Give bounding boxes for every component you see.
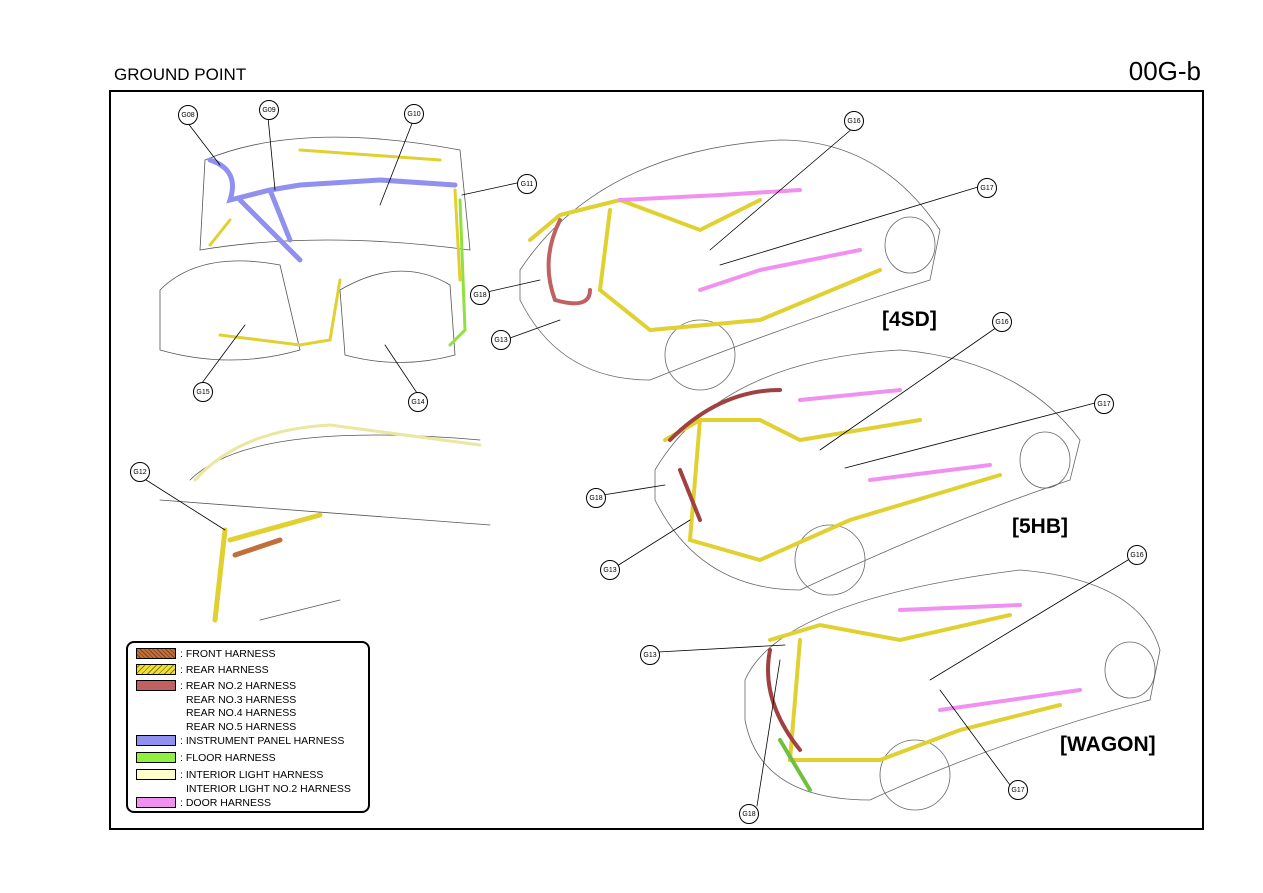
front-harness-side — [232, 537, 283, 558]
instrument-panel-harness — [207, 157, 458, 263]
legend-label: INTERIOR LIGHT NO.2 HARNESS — [186, 782, 351, 795]
legend-label: : REAR NO.2 HARNESS — [180, 680, 297, 692]
ground-point-g15: G15 — [193, 382, 213, 402]
legend-swatch — [136, 680, 176, 691]
ground-point-g12: G12 — [130, 462, 150, 482]
rear-harness-side — [212, 512, 323, 623]
ground-point-g13-5hb: G13 — [600, 560, 620, 580]
ground-point-g16-wagon: G16 — [1127, 545, 1147, 565]
legend-label: : REAR HARNESS — [180, 664, 269, 676]
legend-rear-harness: : REAR HARNESS — [136, 664, 269, 678]
ground-point-g11: G11 — [517, 174, 537, 194]
legend-label: REAR NO.5 HARNESS — [186, 720, 297, 733]
harnesses-4sd — [528, 188, 882, 333]
ground-point-g17-4sd: G17 — [977, 178, 997, 198]
ground-point-g14: G14 — [408, 392, 428, 412]
ground-point-g18-5hb: G18 — [586, 488, 606, 508]
ground-point-g16-5hb: G16 — [992, 312, 1012, 332]
ground-point-g17-5hb: G17 — [1094, 394, 1114, 414]
page-code: 00G-b — [1128, 56, 1201, 86]
legend-floor-harness: : FLOOR HARNESS — [136, 752, 276, 766]
legend-door-harness: : DOOR HARNESS — [136, 797, 271, 811]
page-title: GROUND POINT — [114, 65, 247, 84]
rear-harness-dash — [208, 148, 462, 347]
diagram-frame — [109, 90, 1204, 830]
legend-label: : INSTRUMENT PANEL HARNESS — [180, 735, 345, 747]
ground-point-g13-4sd: G13 — [491, 330, 511, 350]
legend-swatch — [136, 797, 176, 808]
callout-leaders — [142, 116, 1129, 807]
harnesses-5hb — [663, 388, 1002, 563]
harnesses-wagon — [766, 603, 1082, 792]
legend-swatch — [136, 735, 176, 746]
variant-label-wagon: [WAGON] — [1060, 733, 1156, 756]
floor-harness-dash — [448, 198, 467, 347]
legend-label: : FLOOR HARNESS — [180, 752, 276, 764]
ground-point-g17-wagon: G17 — [1008, 780, 1028, 800]
legend-swatch — [136, 648, 176, 659]
car-outlines — [519, 139, 1161, 811]
legend-swatch — [136, 752, 176, 763]
legend-instrument-panel-harness: : INSTRUMENT PANEL HARNESS — [136, 735, 344, 749]
legend-label: REAR NO.3 HARNESS — [186, 693, 297, 706]
legend-label: REAR NO.4 HARNESS — [186, 707, 297, 719]
ground-point-g16-4sd: G16 — [844, 111, 864, 131]
legend-swatch — [136, 769, 176, 780]
harness-legend: : FRONT HARNESS : REAR HARNESS : REAR NO… — [126, 641, 370, 813]
legend-label: : FRONT HARNESS — [180, 648, 276, 660]
ground-point-g08: G08 — [178, 105, 198, 125]
ground-point-g18-wagon: G18 — [739, 804, 759, 824]
ground-point-g13-wagon: G13 — [640, 645, 660, 665]
interior-light-harness — [193, 423, 482, 482]
dashboard-view — [159, 136, 471, 363]
ground-point-g18-4sd: G18 — [470, 285, 490, 305]
ground-point-g10: G10 — [404, 104, 424, 124]
variant-label-4sd: [4SD] — [882, 308, 937, 331]
legend-front-harness: : FRONT HARNESS — [136, 648, 275, 662]
legend-label: : INTERIOR LIGHT HARNESS — [180, 769, 324, 781]
variant-label-5hb: [5HB] — [1012, 515, 1068, 538]
ground-point-g09: G09 — [259, 100, 279, 120]
legend-label: : DOOR HARNESS — [180, 797, 272, 809]
legend-swatch — [136, 664, 176, 675]
